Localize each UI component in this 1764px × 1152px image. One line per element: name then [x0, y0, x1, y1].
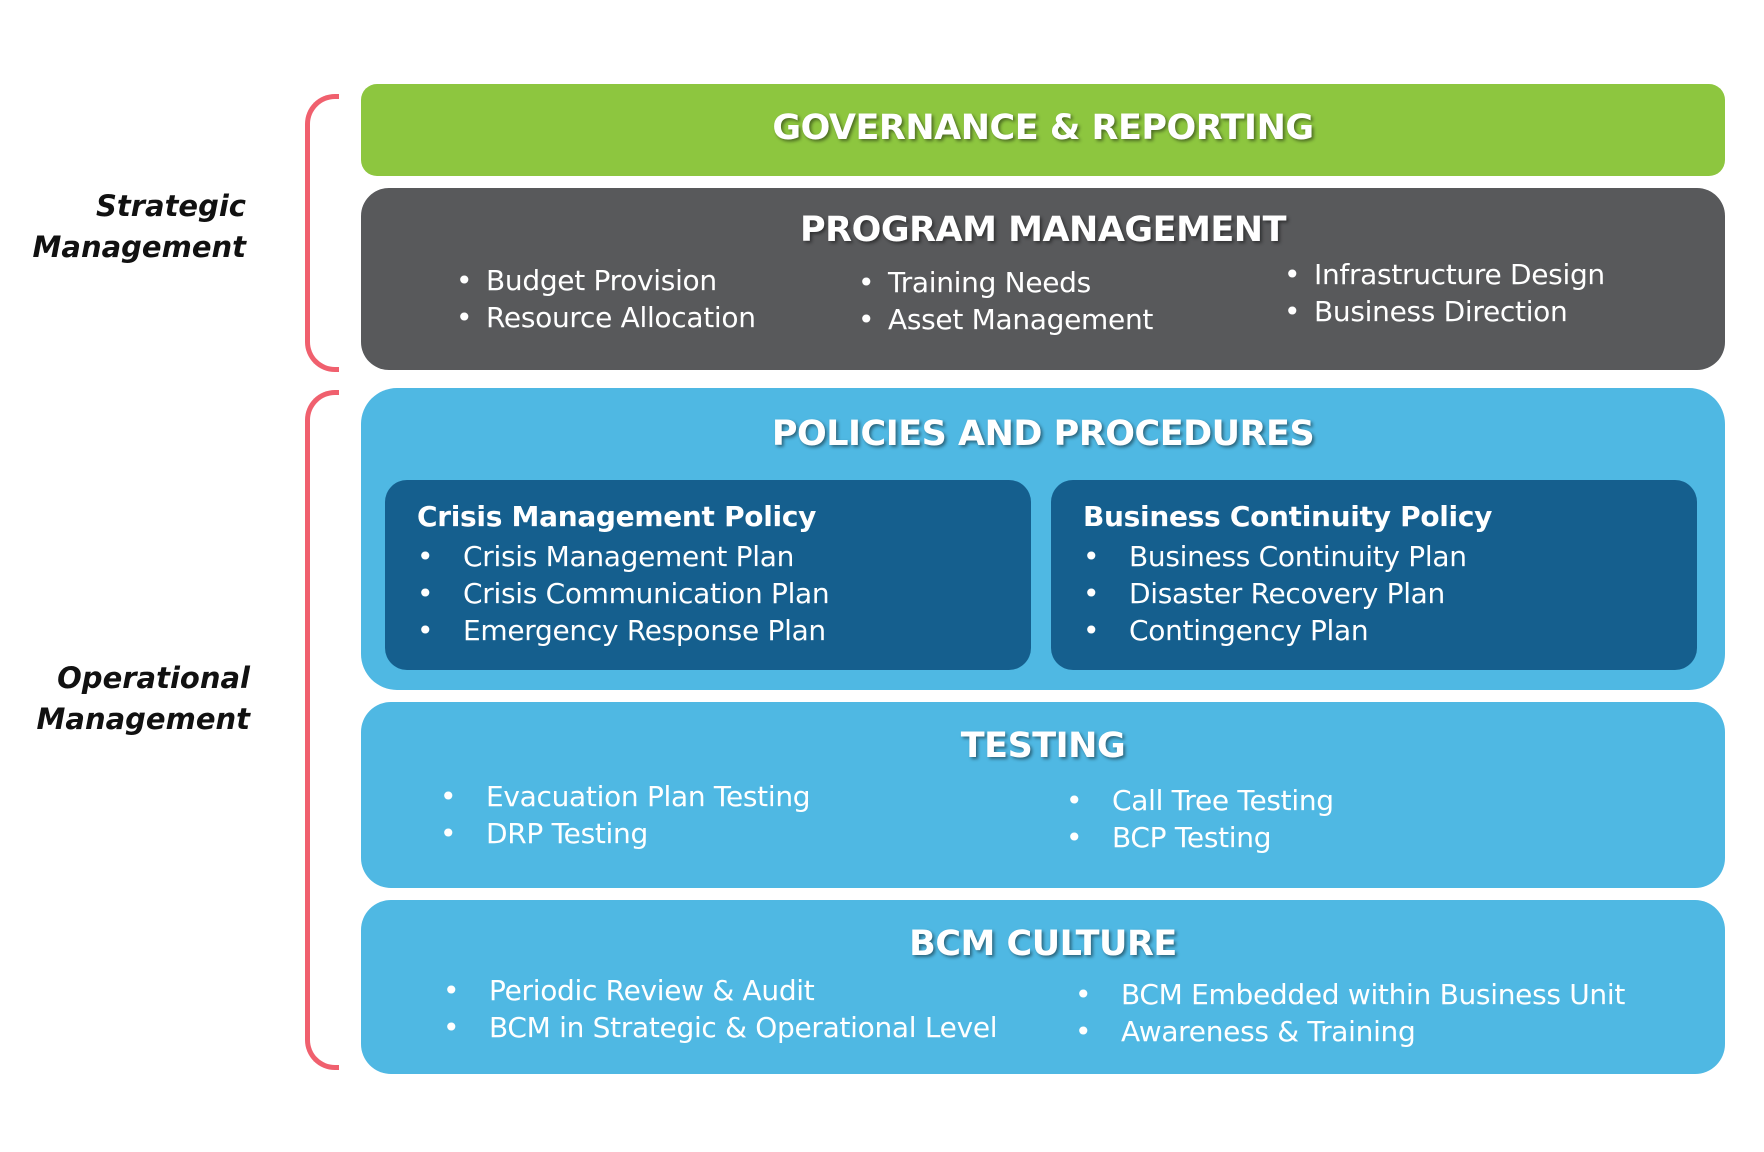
testing-column-1: Evacuation Plan Testing DRP Testing: [440, 778, 811, 852]
list-item: DRP Testing: [440, 815, 810, 852]
list-item: Infrastructure Design: [1284, 256, 1605, 293]
culture-column-2: BCM Embedded within Business Unit Awaren…: [1075, 976, 1625, 1050]
list-item: Awareness & Training: [1075, 1013, 1625, 1050]
operational-management-label: Operational Management: [20, 658, 250, 740]
testing-column-2: Call Tree Testing BCP Testing: [1066, 782, 1334, 856]
list-item: Evacuation Plan Testing: [440, 778, 811, 815]
program-management-panel: PROGRAM MANAGEMENT Budget Provision Reso…: [361, 188, 1725, 370]
crisis-policy-title: Crisis Management Policy: [417, 500, 817, 533]
program-column-1: Budget Provision Resource Allocation: [456, 262, 756, 336]
culture-title: BCM CULTURE: [909, 924, 1177, 964]
policies-procedures-panel: POLICIES AND PROCEDURES Crisis Managemen…: [361, 388, 1725, 690]
bcm-culture-panel: BCM CULTURE Periodic Review & Audit BCM …: [361, 900, 1725, 1074]
list-item: Contingency Plan: [1083, 612, 1467, 649]
strategic-management-label: Strategic Management: [20, 186, 246, 268]
policies-title: POLICIES AND PROCEDURES: [771, 414, 1315, 454]
testing-panel: TESTING Evacuation Plan Testing DRP Test…: [361, 702, 1725, 888]
testing-title: TESTING: [960, 726, 1126, 766]
list-item: BCP Testing: [1066, 819, 1334, 856]
list-item: Crisis Management Plan: [417, 538, 829, 575]
list-item: Resource Allocation: [456, 299, 756, 336]
list-item: Crisis Communication Plan: [417, 575, 830, 612]
list-item: Business Continuity Plan: [1083, 538, 1467, 575]
strategic-label-line-1: Strategic: [95, 189, 246, 223]
program-column-2: Training Needs Asset Management: [858, 264, 1153, 338]
list-item: Emergency Response Plan: [417, 612, 829, 649]
list-item: Call Tree Testing: [1066, 782, 1334, 819]
operational-label-line-2: Management: [36, 702, 250, 736]
list-item: Training Needs: [858, 264, 1153, 301]
governance-reporting-panel: GOVERNANCE & REPORTING: [361, 84, 1725, 176]
strategic-bracket: [305, 94, 339, 372]
list-item: BCM in Strategic & Operational Level: [443, 1009, 998, 1046]
program-column-3: Infrastructure Design Business Direction: [1284, 256, 1605, 330]
culture-column-1: Periodic Review & Audit BCM in Strategic…: [443, 972, 998, 1046]
crisis-policy-list: Crisis Management Plan Crisis Communicat…: [417, 538, 830, 649]
program-title: PROGRAM MANAGEMENT: [800, 210, 1286, 250]
crisis-management-policy-box: Crisis Management Policy Crisis Manageme…: [385, 480, 1031, 670]
business-continuity-policy-box: Business Continuity Policy Business Cont…: [1051, 480, 1697, 670]
continuity-policy-title: Business Continuity Policy: [1083, 500, 1493, 533]
list-item: Disaster Recovery Plan: [1083, 575, 1467, 612]
list-item: Budget Provision: [456, 262, 756, 299]
strategic-label-line-2: Management: [32, 230, 246, 264]
operational-label-line-1: Operational: [57, 661, 250, 695]
list-item: Periodic Review & Audit: [443, 972, 997, 1009]
list-item: Asset Management: [858, 301, 1153, 338]
list-item: BCM Embedded within Business Unit: [1075, 976, 1625, 1013]
list-item: Business Direction: [1284, 293, 1605, 330]
operational-bracket: [305, 390, 339, 1070]
continuity-policy-list: Business Continuity Plan Disaster Recove…: [1083, 538, 1467, 649]
governance-title: GOVERNANCE & REPORTING: [772, 108, 1314, 148]
